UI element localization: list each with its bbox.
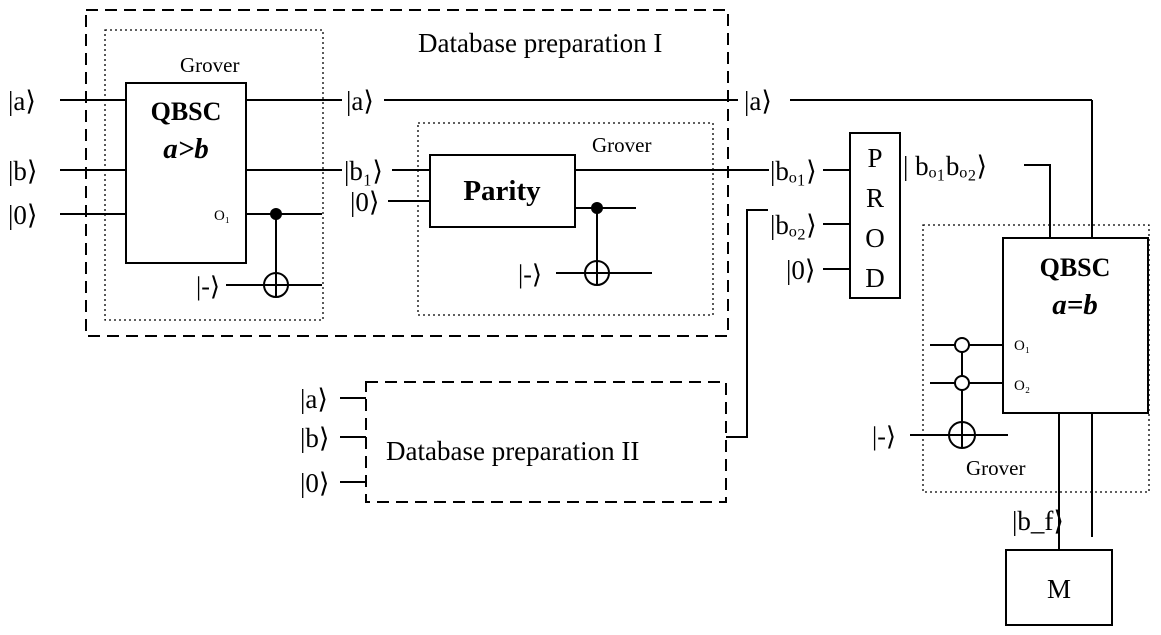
grover-region-1	[104, 29, 324, 321]
parity-gate	[429, 154, 576, 228]
cnot-1-control-dot	[270, 208, 282, 220]
ket-zero-prod: |0⟩	[786, 255, 815, 285]
ket-a-db2: |a⟩	[300, 384, 328, 414]
prod-gate	[849, 132, 901, 299]
grover-label-3: Grover	[966, 456, 1025, 480]
measure-label: M	[1047, 574, 1071, 604]
ket-b-db2: |b⟩	[300, 423, 329, 453]
ket-zero-db2: |0⟩	[300, 468, 329, 498]
ket-bo1bo2: | bₒ₁bₒ₂⟩	[903, 151, 987, 181]
database-preparation-1-region	[85, 9, 729, 337]
ket-zero-parity: |0⟩	[350, 187, 379, 217]
qbsc-1-expression: a>b	[163, 133, 209, 165]
ket-a-input: |a⟩	[8, 86, 36, 116]
prod-letter-r: R	[866, 183, 884, 213]
qbsc-1-title: QBSC	[151, 97, 222, 126]
ket-a-output: |a⟩	[346, 86, 374, 116]
qbsc-greater-gate	[125, 82, 247, 264]
parity-label: Parity	[463, 175, 541, 207]
grover-label-1: Grover	[180, 53, 239, 77]
ket-minus-1: |-⟩	[196, 272, 220, 301]
ket-minus-parity: |-⟩	[518, 260, 542, 289]
qbsc-equal-gate	[1002, 237, 1149, 414]
measure-box	[1005, 549, 1113, 626]
database-preparation-1-label: Database preparation I	[418, 28, 662, 58]
cnot-2-control-dot	[591, 202, 603, 214]
prod-letter-d: D	[865, 263, 885, 293]
ket-bo2: |bₒ₂⟩	[770, 210, 817, 240]
wire-bo1bo2-route	[1024, 164, 1051, 238]
ket-minus-2: |-⟩	[872, 422, 896, 451]
grover-region-2	[417, 122, 714, 316]
ket-a-right: |a⟩	[744, 86, 772, 116]
qbsc-2-expression: a=b	[1052, 289, 1098, 321]
prod-letter-p: P	[867, 143, 882, 173]
qbsc-1-oracle-label: O₁	[214, 208, 230, 224]
qbsc-2-oracle-2-label: O₂	[1014, 378, 1030, 394]
prod-letter-o: O	[865, 223, 885, 253]
ket-bo1: |bₒ₁⟩	[770, 156, 817, 186]
database-preparation-2-label: Database preparation II	[386, 436, 639, 466]
grover-label-2: Grover	[592, 133, 651, 157]
ket-bf: |b_f⟩	[1012, 506, 1064, 536]
qbsc-2-oracle-1-label: O₁	[1014, 338, 1030, 354]
open-control-o2	[954, 375, 970, 391]
ket-b-input: |b⟩	[8, 156, 37, 186]
ket-zero-input: |0⟩	[8, 200, 37, 230]
grover-region-3	[922, 224, 1150, 493]
wire-bo2-route	[726, 209, 768, 438]
open-control-o1	[954, 337, 970, 353]
ket-b1: |b₁⟩	[344, 156, 383, 186]
qbsc-2-title: QBSC	[1040, 253, 1111, 282]
database-preparation-2-region	[365, 381, 727, 503]
